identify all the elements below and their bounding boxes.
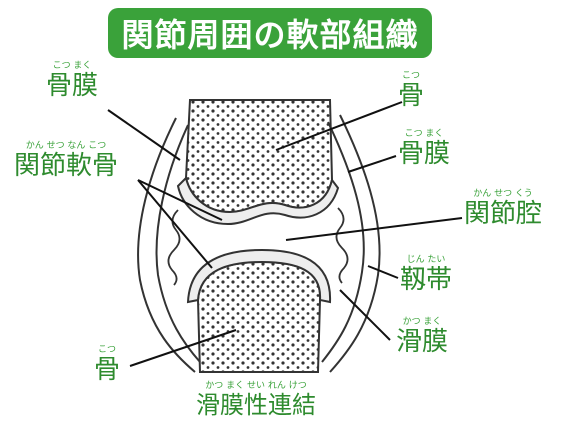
- leader-joint-cavity: [286, 218, 462, 240]
- leader-ligament: [368, 266, 398, 278]
- leader-periosteum-left: [108, 110, 180, 160]
- upper-bone: [186, 100, 332, 212]
- label-joint-cavity: かん せつ くう 関節腔: [464, 190, 542, 227]
- label-bone-bottom: こつ 骨: [94, 346, 120, 383]
- label-periosteum-right: こつ まく 骨膜: [398, 130, 450, 167]
- lower-bone: [198, 262, 320, 372]
- label-periosteum-left: こつ まく 骨膜: [46, 62, 98, 99]
- label-ligament: じん たい 靱帯: [400, 256, 452, 293]
- leader-synovium: [340, 290, 390, 340]
- leader-periosteum-right: [348, 156, 396, 172]
- diagram-caption: かつ まく せい れん けつ 滑膜性連結: [196, 382, 316, 417]
- label-bone-top: こつ 骨: [398, 72, 424, 109]
- label-articular-cartilage: かん せつ なん こつ 関節軟骨: [14, 142, 118, 179]
- synovium-left: [168, 210, 179, 285]
- synovium-right: [336, 208, 347, 283]
- label-synovium: かつ まく 滑膜: [396, 318, 448, 355]
